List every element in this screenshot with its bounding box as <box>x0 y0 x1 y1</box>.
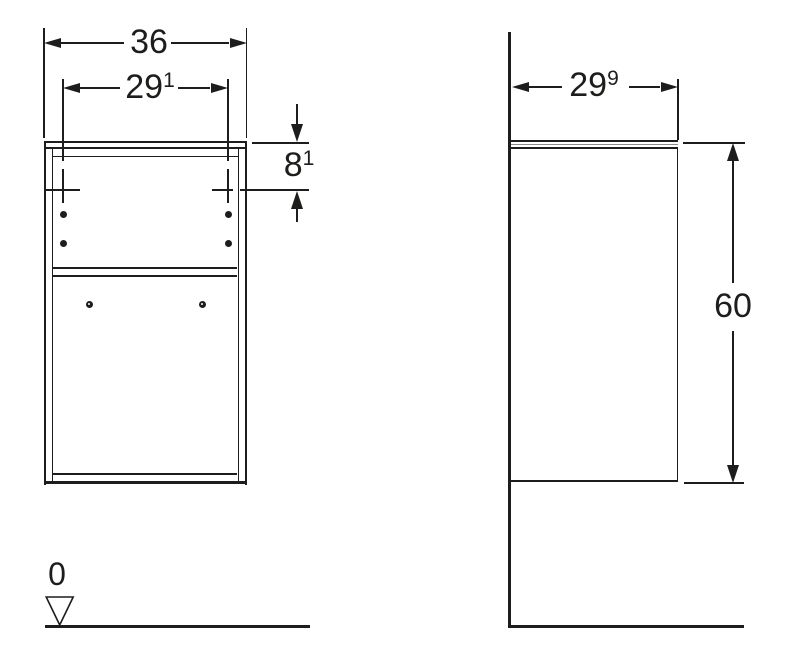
mounting-hole-dot-top-left-1 <box>59 210 67 218</box>
dim-299-line-right-segment <box>629 86 660 88</box>
dim-299-arrow-left-icon <box>511 81 529 92</box>
dim-291-extension-line-left-lower <box>62 169 64 203</box>
dim-299-sup: 9 <box>607 67 619 90</box>
dim-36-extension-line-left <box>43 28 45 138</box>
front-left-side-outer-line <box>44 140 46 485</box>
dim-60-label: 60 <box>714 289 752 323</box>
front-bottom-inner-line <box>53 472 237 475</box>
dim-81-arrow-up-icon <box>290 191 303 209</box>
dim-60-reference-line-top <box>683 142 745 144</box>
dim-60-line-lower-segment <box>732 331 734 465</box>
dim-60-value: 60 <box>714 287 752 325</box>
dim-36-arrow-left-icon <box>44 37 61 48</box>
dim-36-arrow-right-icon <box>230 37 247 48</box>
dim-81-label: 81 <box>284 148 315 182</box>
dim-291-extension-line-left-upper <box>62 79 64 161</box>
mounting-hole-dot-top-right-1 <box>224 210 232 218</box>
dim-60-line-upper-segment <box>732 161 734 283</box>
front-top-panel-lower-edge <box>44 146 247 150</box>
drill-centre-cross-right <box>212 189 233 191</box>
front-bottom-outer-line <box>45 481 246 484</box>
dim-81-arrow-down-icon <box>290 124 303 142</box>
dim-299-label: 299 <box>569 68 619 102</box>
front-right-side-inner-line <box>237 148 239 481</box>
zero-level-label: 0 <box>48 558 66 590</box>
dim-81-arrow-top-tail <box>296 104 298 126</box>
dim-60-reference-line-bottom <box>684 482 744 484</box>
dim-36-label: 36 <box>130 25 168 59</box>
dim-291-arrow-left-icon <box>63 82 80 93</box>
dim-291-label: 291 <box>125 70 175 104</box>
side-front-edge-line <box>676 148 679 481</box>
front-right-side-outer-line <box>245 140 247 485</box>
dim-81-sup: 1 <box>302 147 315 170</box>
dim-291-line-right-segment <box>178 87 210 89</box>
dim-299-extension-line-right <box>677 79 679 140</box>
side-top-panel-core-line <box>511 143 678 146</box>
front-shelf-lower-line <box>53 275 237 277</box>
side-top-panel-lower-edge <box>511 146 678 149</box>
dim-299-value: 29 <box>569 66 608 104</box>
side-bottom-edge-line <box>511 479 678 483</box>
front-top-panel-upper-edge <box>44 140 247 144</box>
dim-291-extension-line-right-lower <box>227 169 229 203</box>
mounting-hole-ring-left <box>85 300 93 308</box>
mounting-hole-dot-top-left-2 <box>59 239 67 247</box>
dim-299-line-left-segment <box>529 86 562 88</box>
zero-level-value: 0 <box>48 556 66 592</box>
dim-81-arrow-bottom-tail <box>296 209 298 222</box>
dim-81-value: 8 <box>283 146 303 184</box>
side-floor-line <box>508 625 744 629</box>
dim-36-line-right-segment <box>171 42 229 44</box>
drill-centre-cross-left <box>45 189 80 191</box>
dim-36-extension-line-right <box>245 28 248 138</box>
side-top-panel-upper-edge <box>511 140 678 143</box>
zero-level-marker-icon <box>45 596 75 626</box>
dim-36-value: 36 <box>130 23 168 61</box>
side-wall-line <box>508 32 511 628</box>
dim-291-sup: 1 <box>163 69 175 92</box>
dim-291-arrow-right-icon <box>211 82 228 93</box>
mounting-hole-dot-top-right-2 <box>224 239 232 247</box>
front-left-side-inner-line <box>51 148 53 481</box>
dim-36-line-left-segment <box>60 42 124 44</box>
dim-81-reference-line-bottom <box>240 189 309 191</box>
dim-299-arrow-right-icon <box>661 81 678 92</box>
dim-60-arrow-up-icon <box>726 143 739 161</box>
front-top-panel-underside-line <box>52 155 238 157</box>
dim-81-reference-line-top <box>252 142 309 144</box>
front-floor-line <box>45 625 310 629</box>
front-shelf-upper-line <box>53 267 237 269</box>
mounting-hole-ring-right <box>198 300 206 308</box>
dim-291-line-left-segment <box>80 87 120 89</box>
dim-60-arrow-down-icon <box>726 465 739 483</box>
dim-291-extension-line-right-upper <box>227 79 229 161</box>
dim-291-value: 29 <box>125 68 164 106</box>
